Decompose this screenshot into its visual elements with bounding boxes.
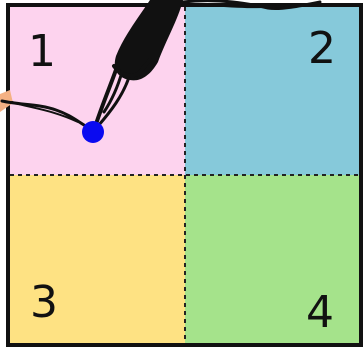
pointer-marker[interactable] <box>82 121 104 143</box>
quadrant-1-label: 1 <box>28 26 56 77</box>
quadrant-4-label: 4 <box>306 287 334 338</box>
quadrant-2-label: 2 <box>308 23 336 74</box>
quadrant-3-label: 3 <box>30 277 58 328</box>
